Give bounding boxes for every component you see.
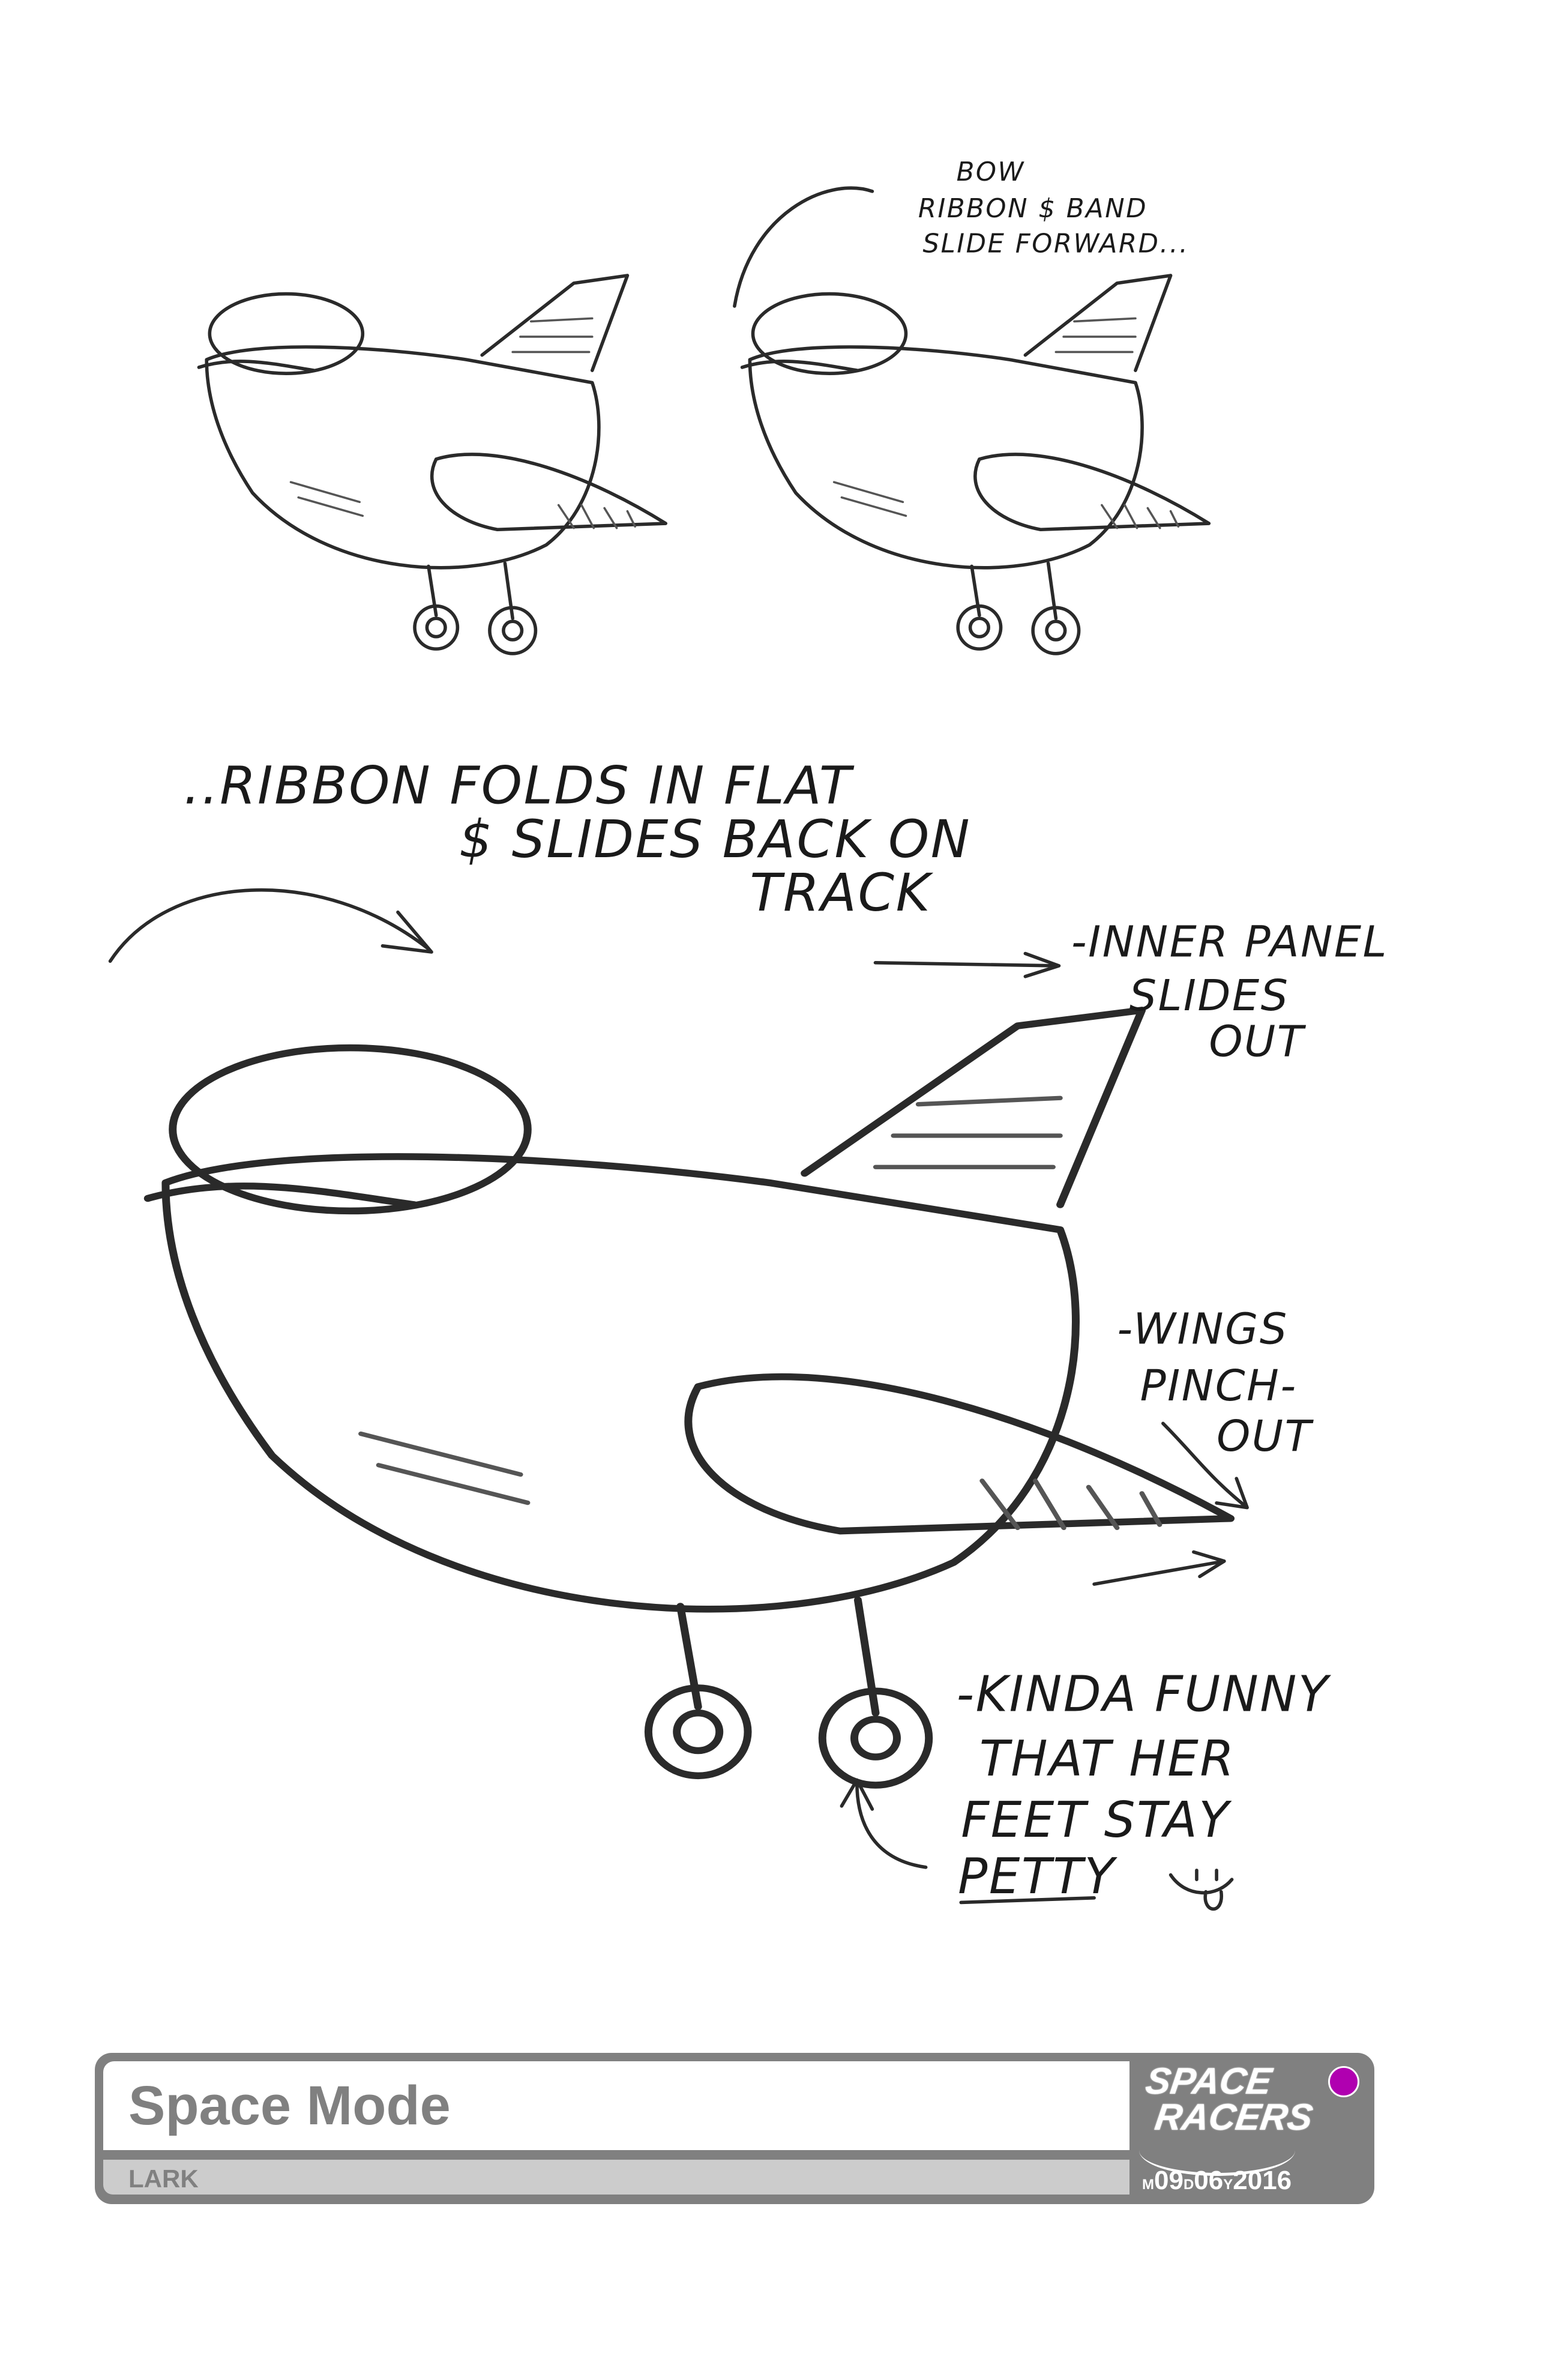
note-line: TRACK [750,863,933,923]
motion-arc-large [108,888,433,963]
character-name: LARK [128,2165,199,2193]
note-line: $ SLIDES BACK ON [459,810,971,870]
logo-swoosh [1139,2125,1295,2176]
arrow-feet [840,1778,928,1869]
arrow-wings [1161,1421,1249,1510]
note-line: PINCH- [1140,1361,1298,1411]
note-line: -WINGS [1117,1304,1288,1354]
arrow-panel [873,951,1061,978]
underline-petty [959,1896,1096,1905]
sheet-title: Space Mode [128,2075,451,2136]
note-line: OUT [1217,1411,1314,1461]
year-label: Y [1223,2177,1233,2193]
year: 2016 [1233,2166,1292,2195]
note-panel: -INNER PANEL SLIDES OUT [1071,917,1388,1067]
note-line: OUT [1209,1016,1307,1066]
note-feet: -KINDA FUNNY THAT HER FEET STAY PETTY [957,1666,1332,1905]
note-ribbon: ..RIBBON FOLDS IN FLAT $ SLIDES BACK ON … [184,756,971,923]
status-dot [1328,2066,1359,2097]
note-line: SLIDES [1129,971,1290,1020]
character-box: LARK [103,2160,1129,2195]
note-line: THAT HER [979,1731,1236,1788]
note-line: FEET STAY [961,1792,1232,1849]
note-line: -INNER PANEL [1071,917,1388,967]
title-box: Space Mode [103,2061,1129,2150]
arrow-wing-out [1092,1550,1226,1586]
note-line: SLIDE FORWARD... [923,229,1190,259]
sheet-date: M09D06Y2016 [1142,2166,1292,2196]
month: 09 [1154,2166,1184,2195]
day: 06 [1194,2166,1224,2195]
note-line: PETTY [958,1848,1118,1905]
plane-sketch-bow [199,276,666,654]
note-line: BOW [957,157,1025,187]
plane-sketch-bow-forward [742,276,1209,654]
month-label: M [1142,2177,1154,2193]
title-block: Space Mode LARK SPACE RACERS M09D06Y2016 [95,2053,1374,2204]
smiley-icon [1168,1869,1234,1911]
note-line: -KINDA FUNNY [957,1666,1332,1723]
note-bow: BOW RIBBON $ BAND SLIDE FORWARD... [918,157,1190,259]
note-wings: -WINGS PINCH- OUT [1117,1304,1314,1461]
logo-line: SPACE [1143,2061,1275,2102]
note-line: RIBBON $ BAND [918,194,1147,224]
motion-arc-small [733,186,874,308]
note-line: ..RIBBON FOLDS IN FLAT [184,756,855,816]
day-label: D [1183,2177,1194,2193]
